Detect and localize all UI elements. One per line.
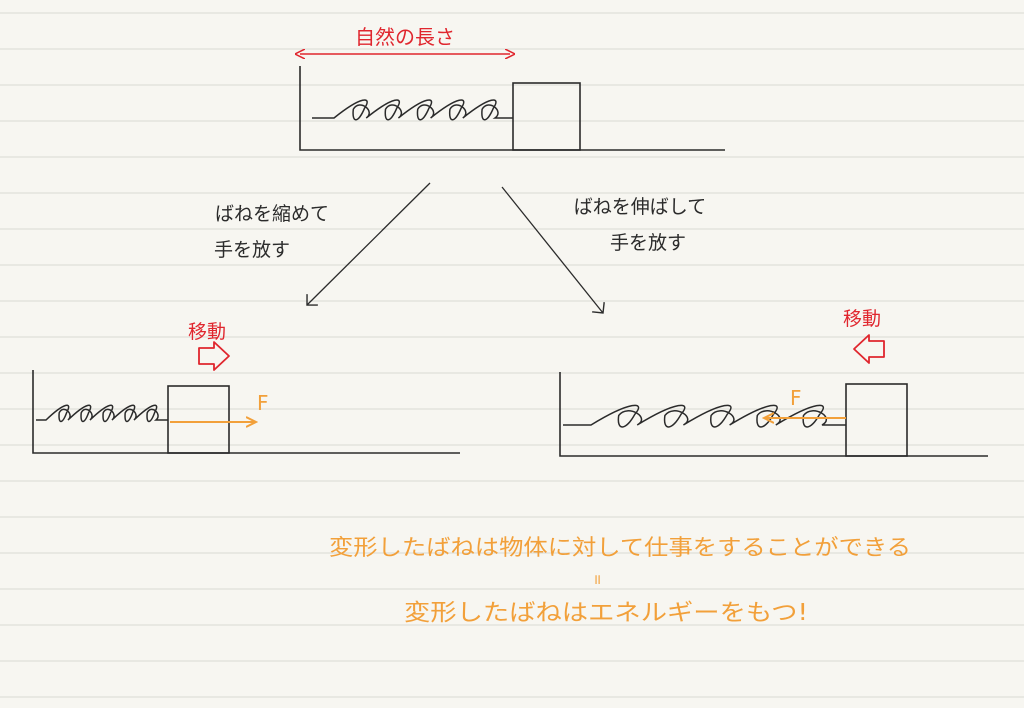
stretch-caption-line2: 手を放す [610,232,686,254]
force-label-left: F [257,391,269,415]
spring-natural [312,99,513,121]
compress-caption-line1: ばねを縮めて [215,203,329,225]
force-label-right: F [790,386,802,410]
move-arrow-left-icon [853,334,885,364]
branch-arrow-compress [307,182,431,305]
natural-length-label: 自然の長さ [355,25,455,49]
spring-compressed [36,404,168,423]
move-label-right: 移動 [843,308,881,330]
conclusion-line1: 変形したばねは物体に対して仕事をすることができる [329,536,911,561]
block-left [167,385,230,454]
compressed-spring-diagram: 移動 F [32,321,460,454]
wall-and-floor-top [299,66,725,151]
wall-and-floor-left [32,370,460,454]
spring-stretched [563,404,846,428]
compress-caption-line2: 手を放す [214,239,290,261]
move-label-left: 移動 [188,321,226,343]
block-right [845,383,908,457]
ruled-lines [0,12,1024,698]
branch-arrow-stretch [501,186,603,313]
stretch-caption-line1: ばねを伸ばして [574,196,706,218]
natural-length-diagram: 自然の長さ [299,25,725,151]
stretched-spring-diagram: 移動 F [559,308,988,457]
block-top [512,82,581,151]
move-arrow-right-icon [198,341,230,371]
equals-mark: ॥ [593,572,601,588]
conclusion-line2: 変形したばねはエネルギーをもつ! [404,600,808,626]
